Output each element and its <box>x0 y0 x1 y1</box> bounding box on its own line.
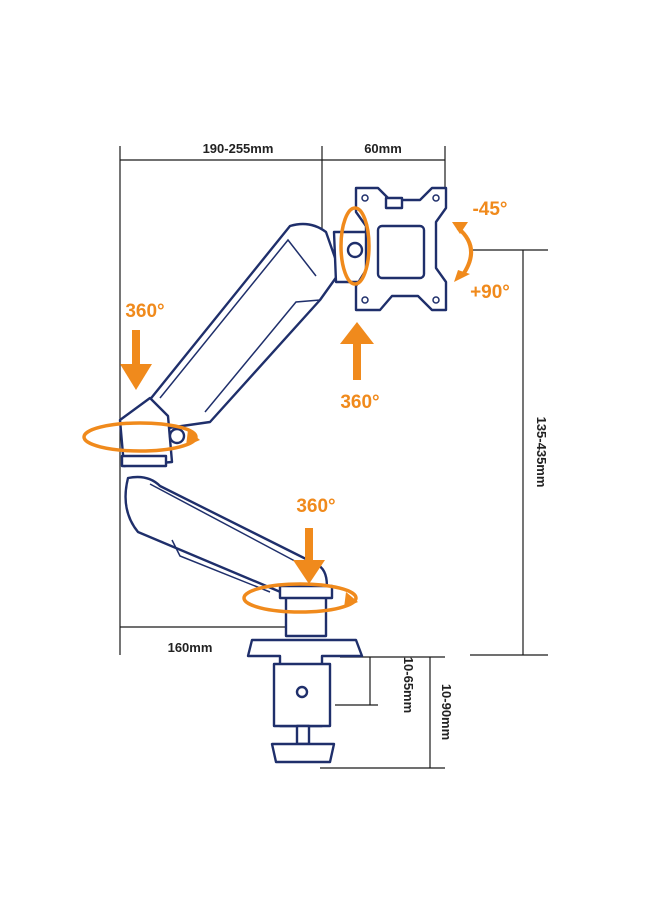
base-swivel-arrow <box>293 560 325 584</box>
height-range-label: 135-435mm <box>534 417 549 488</box>
tilt-up-label: -45° <box>472 199 507 220</box>
tilt-arc <box>456 226 473 278</box>
clamp-thickness-label: 10-65mm <box>401 657 416 713</box>
lower-arm <box>124 475 329 598</box>
arm-reach-label: 190-255mm <box>203 141 274 156</box>
clamp-knob <box>270 742 336 764</box>
tilt-arrowhead-up <box>452 222 468 234</box>
elbow-swivel-label: 360° <box>125 301 164 322</box>
head-swivel-ellipse <box>339 206 371 286</box>
rotation-indicators <box>82 206 473 614</box>
elbow-swivel-arrow <box>120 364 152 390</box>
monitor-swivel-label: 360° <box>340 392 379 413</box>
base-swivel <box>284 592 328 638</box>
upper-arm <box>146 222 342 430</box>
base-swivel-ring <box>242 582 358 614</box>
base-offset-label: 160mm <box>168 640 213 655</box>
monitor-swivel-arrow <box>340 322 374 344</box>
clamp-opening-label: 10-90mm <box>439 684 454 740</box>
tilt-arrowhead-down <box>454 270 470 282</box>
monitor-arm <box>118 186 448 764</box>
tilt-down-label: +90° <box>470 282 510 303</box>
dimension-lines <box>119 146 548 769</box>
vesa-offset-label: 60mm <box>364 141 402 156</box>
base-swivel-label: 360° <box>296 496 335 517</box>
